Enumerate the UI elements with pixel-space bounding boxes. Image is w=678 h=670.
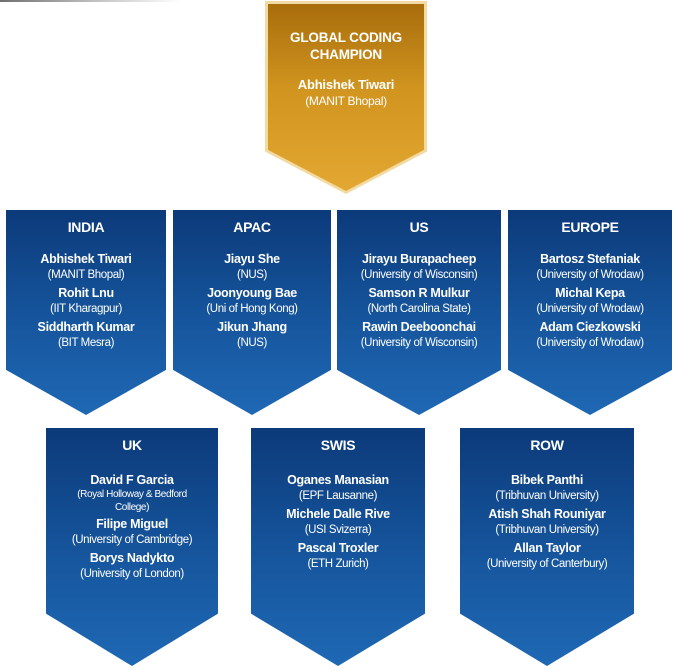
participant-affiliation-line1: (Royal Holloway & Bedford bbox=[77, 489, 187, 500]
participant-name: Siddharth Kumar bbox=[37, 320, 135, 334]
participant-name: Pascal Troxler bbox=[297, 541, 379, 555]
participant-affiliation: (University of Wrodaw) bbox=[536, 337, 644, 349]
participant-affiliation: (EPF Lausanne) bbox=[298, 490, 378, 502]
region-us: US Jirayu Burapacheep (University of Wis… bbox=[337, 210, 501, 415]
participant-name: Atish Shah Rouniyar bbox=[488, 507, 606, 521]
participant-name: Joonyoung Bae bbox=[207, 286, 297, 300]
participant-affiliation: (MANIT Bhopal) bbox=[47, 269, 125, 281]
participant-name: Jirayu Burapacheep bbox=[361, 252, 477, 266]
region-europe: EUROPE Bartosz Stefaniak (University of … bbox=[508, 210, 672, 415]
participant-affiliation: (University of London) bbox=[80, 568, 184, 580]
participant-affiliation: (University of Wisconsin) bbox=[360, 337, 478, 349]
champion-title-line1: GLOBAL CODING bbox=[290, 30, 402, 45]
region-title: US bbox=[409, 219, 429, 235]
champion-title: GLOBAL CODING CHAMPION bbox=[268, 29, 424, 63]
participant-name: Michele Dalle Rive bbox=[286, 507, 390, 521]
participant-affiliation: (Tribhuvan University) bbox=[495, 490, 599, 502]
region-apac: APAC Jiayu She (NUS) Joonyoung Bae (Uni … bbox=[173, 210, 331, 415]
champion-title-line2: CHAMPION bbox=[310, 47, 382, 62]
participant-name: David F Garcia bbox=[90, 473, 174, 487]
region-title: SWIS bbox=[320, 437, 356, 453]
participant-name: Samson R Mulkur bbox=[368, 286, 470, 300]
participant-name: Rawin Deeboonchai bbox=[362, 320, 476, 334]
participant-affiliation: (University of Wrodaw) bbox=[536, 303, 644, 315]
participant-name: Bibek Panthi bbox=[510, 473, 584, 487]
participant-name: Michal Kepa bbox=[555, 286, 625, 300]
region-title: ROW bbox=[530, 437, 564, 453]
participant-name: Bartosz Stefaniak bbox=[540, 252, 640, 266]
region-uk: UK David F Garcia (Royal Holloway & Bedf… bbox=[46, 428, 218, 666]
participant-name: Adam Ciezkowski bbox=[539, 320, 641, 334]
participant-name: Filipe Miguel bbox=[96, 517, 168, 531]
top-rule bbox=[0, 0, 180, 2]
participant-affiliation: (North Carolina State) bbox=[367, 303, 471, 315]
participant-name: Allan Taylor bbox=[513, 541, 581, 555]
participant-affiliation: (NUS) bbox=[237, 337, 267, 349]
participant-affiliation: (USI Svizerra) bbox=[304, 524, 372, 536]
participant-affiliation-line2: College) bbox=[114, 502, 150, 513]
region-title: INDIA bbox=[67, 219, 105, 235]
participant-affiliation: (NUS) bbox=[237, 269, 267, 281]
participant-affiliation: (Tribhuvan University) bbox=[495, 524, 599, 536]
region-india: INDIA Abhishek Tiwari (MANIT Bhopal) Roh… bbox=[6, 210, 166, 415]
participant-name: Abhishek Tiwari bbox=[40, 252, 132, 266]
region-row: ROW Bibek Panthi (Tribhuvan University) … bbox=[460, 428, 634, 666]
participant-affiliation: (BIT Mesra) bbox=[57, 337, 115, 349]
participant-affiliation: (University of Cambridge) bbox=[71, 534, 193, 546]
participant-affiliation: (University of Wrodaw) bbox=[536, 269, 644, 281]
participant-name: Oganes Manasian bbox=[287, 473, 389, 487]
region-title: UK bbox=[122, 437, 142, 453]
champion-name: Abhishek Tiwari bbox=[297, 77, 395, 92]
champion-box: GLOBAL CODING CHAMPION Abhishek Tiwari (… bbox=[268, 4, 424, 191]
participant-affiliation: (Uni of Hong Kong) bbox=[206, 303, 298, 315]
champion-affiliation: (MANIT Bhopal) bbox=[305, 94, 387, 108]
region-swis: SWIS Oganes Manasian (EPF Lausanne) Mich… bbox=[251, 428, 425, 666]
participant-name: Jikun Jhang bbox=[217, 320, 287, 334]
participant-affiliation: (University of Canterbury) bbox=[486, 558, 608, 570]
participant-name: Borys Nadykto bbox=[89, 551, 175, 565]
participant-affiliation: (University of Wisconsin) bbox=[360, 269, 478, 281]
participant-affiliation: (IIT Kharagpur) bbox=[50, 303, 122, 315]
participant-affiliation: (Royal Holloway & Bedford College) bbox=[46, 488, 218, 514]
region-title: APAC bbox=[233, 219, 271, 235]
participant-affiliation: (ETH Zurich) bbox=[307, 558, 369, 570]
region-title: EUROPE bbox=[561, 219, 619, 235]
participant-name: Rohit Lnu bbox=[58, 286, 114, 300]
participant-name: Jiayu She bbox=[224, 252, 280, 266]
